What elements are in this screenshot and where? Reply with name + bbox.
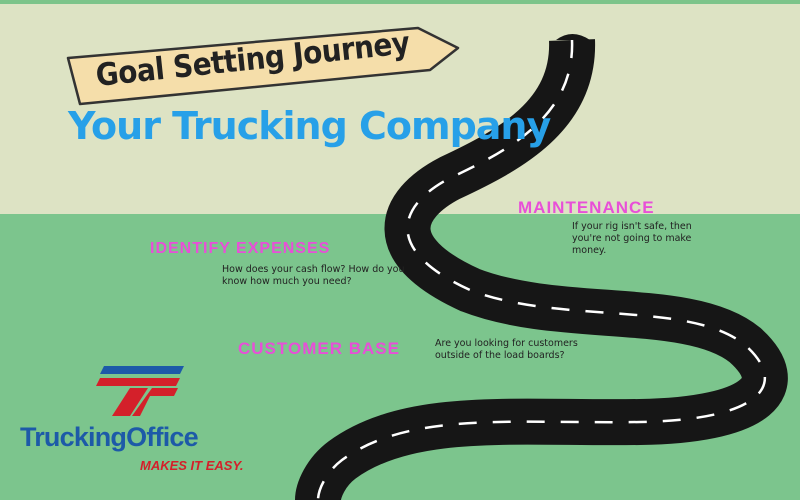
section-title-customer-base: CUSTOMER BASE — [238, 339, 400, 358]
section-title-identify-expenses: IDENTIFY EXPENSES — [150, 240, 331, 257]
section-title-maintenance: MAINTENANCE — [518, 198, 655, 217]
arrow-sign-icon — [66, 26, 460, 106]
page-title: Your Trucking Company — [68, 104, 551, 148]
logo-tagline: MAKES IT EASY. — [140, 458, 244, 473]
section-description-customer-base: Are you looking for customers outside of… — [435, 338, 578, 361]
section-description-identify-expenses: How does your cash flow? How do you know… — [222, 264, 405, 287]
top-border — [0, 0, 800, 4]
section-description-maintenance: If your rig isn't safe, then you're not … — [572, 221, 692, 256]
truckingoffice-logo-icon — [96, 366, 184, 416]
logo-name: TruckingOffice — [20, 422, 199, 452]
